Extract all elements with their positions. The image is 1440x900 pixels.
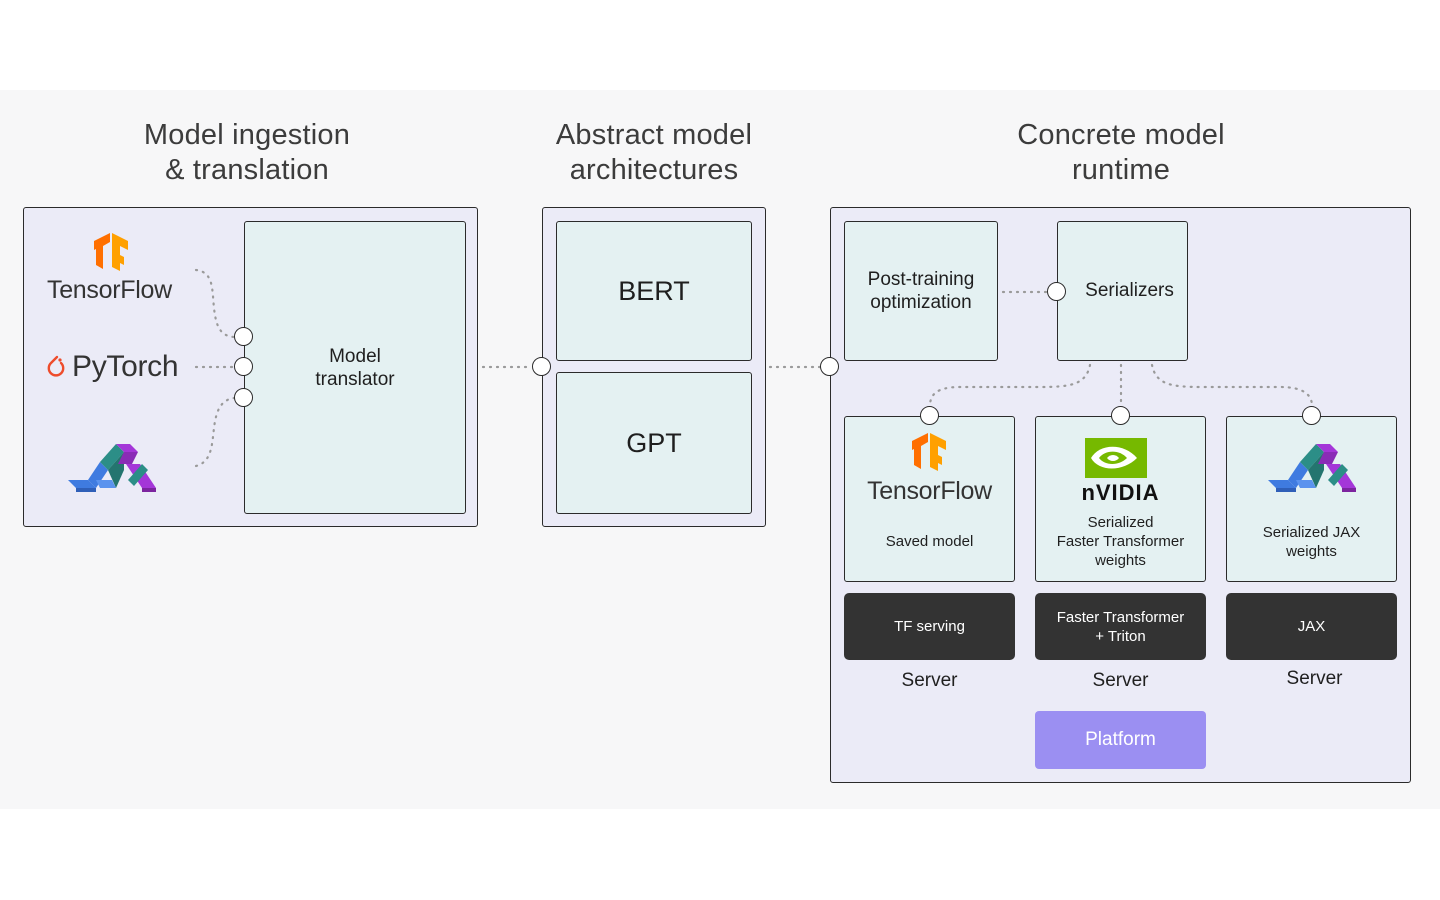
serializers-label: Serializers [1085,280,1174,301]
tensorflow-icon [912,433,946,471]
server-box-jax: JAX [1226,593,1397,660]
pytorch-icon [47,355,65,377]
bert-label: BERT [618,275,690,306]
bert-box: BERT [556,221,752,361]
gpt-box: GPT [556,372,752,514]
format-jax-label: Serialized JAX weights [1262,524,1361,560]
nvidia-icon [1085,438,1147,478]
pytorch-label: PyTorch [72,350,179,383]
post-training-box: Post-training optimization [844,221,998,361]
jax-icon [1268,444,1356,492]
serializers-box: Serializers [1057,221,1188,361]
column-title-ingestion: Model ingestion & translation [143,119,351,186]
tensorflow-icon [94,233,128,271]
column-title-runtime: Concrete model runtime [1017,119,1225,186]
nvidia-logo-text: nVIDIA [1081,480,1160,505]
column-title-abstract: Abstract model architectures [555,119,753,186]
tensorflow-label: TensorFlow [47,276,172,304]
server-caption: Server [901,670,958,691]
server-box-triton: Faster Transformer + Triton [1035,593,1206,660]
model-translator-box: Model translator [244,221,466,514]
platform-box: Platform [1035,711,1206,769]
port-format-nvidia [1111,406,1130,425]
port-runtime-in [820,357,839,376]
port-pytorch [234,357,253,376]
gpt-label: GPT [626,427,682,458]
port-serializers-in [1047,282,1066,301]
port-format-jax [1302,406,1321,425]
port-abstract-in [532,357,551,376]
format-box-jax [1226,416,1397,582]
port-format-tensorflow [920,406,939,425]
format-nvidia-label: Serialized Faster Transformer weights [1056,514,1185,569]
server-caption: Server [1286,668,1343,689]
format-tensorflow-logo-text: TensorFlow [867,477,992,505]
port-jax [234,388,253,407]
server-caption: Server [1092,670,1149,691]
jax-icon [68,444,156,492]
server-box-tf-serving: TF serving [844,593,1015,660]
port-tensorflow [234,327,253,346]
format-tensorflow-label: Saved model [885,533,974,550]
